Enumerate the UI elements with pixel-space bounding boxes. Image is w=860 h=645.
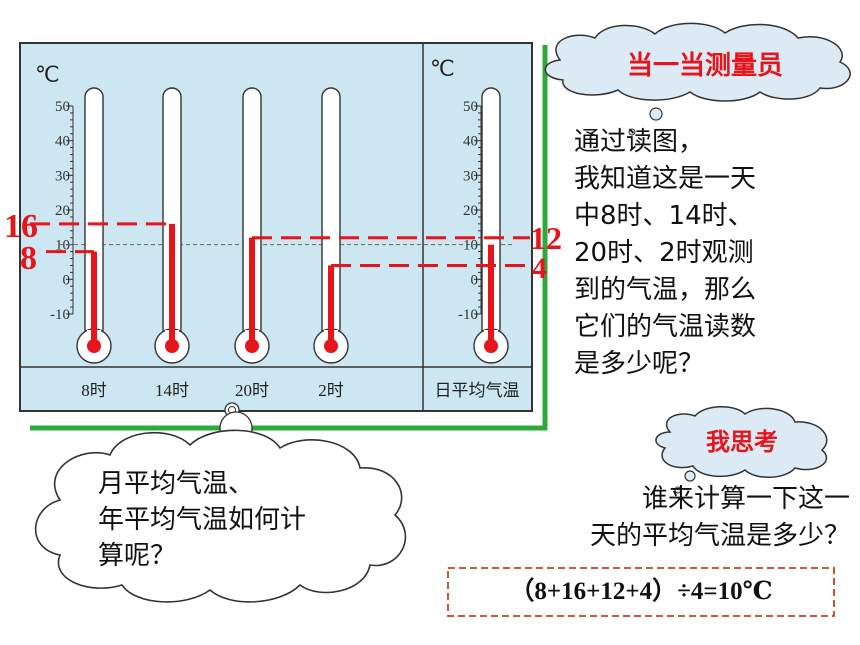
mercury-column xyxy=(488,244,494,346)
scale-tick-label: 10 xyxy=(463,238,478,254)
thermometer-14时 xyxy=(154,87,190,364)
thought-cloud xyxy=(34,402,407,603)
thermometer-8时 xyxy=(76,87,112,364)
mercury-column xyxy=(169,223,175,346)
think-bubble: 我思考 xyxy=(655,406,828,494)
thermometer-label-2: 2时 xyxy=(318,381,344,400)
temperature-scale-left: 50 40 30 20 10 0 -10 xyxy=(50,99,74,323)
mercury-bulb xyxy=(165,339,179,353)
reading-guides xyxy=(30,222,530,278)
scale-tick-label: 10 xyxy=(55,238,70,254)
thermometer-label-8: 8时 xyxy=(81,381,107,400)
thermometer-2时 xyxy=(313,87,349,364)
reading-question: 通过读图， 我知道这是一天 中8时、14时、 20时、2时观测 到的气温，那么 … xyxy=(574,127,757,379)
mercury-column xyxy=(91,251,97,346)
mercury-bulb xyxy=(87,339,101,353)
scale-tick-label: 30 xyxy=(463,168,478,184)
scale-tick-label: 40 xyxy=(463,134,478,150)
unit-label-right: ℃ xyxy=(430,56,455,81)
thought-cloud-text: 月平均气温、 年平均气温如何计 算呢？ xyxy=(98,469,307,571)
scale-tick-label: 0 xyxy=(471,272,479,288)
mercury-bulb xyxy=(324,339,338,353)
thermometers xyxy=(76,87,509,364)
reading-label-4: 4 xyxy=(532,252,547,285)
scale-tick-label: -10 xyxy=(50,307,70,323)
unit-label-left: ℃ xyxy=(35,62,60,87)
think-bubble-text: 我思考 xyxy=(706,428,778,456)
formula-box xyxy=(447,567,835,617)
temperature-scale-right: 50 40 30 20 10 0 -10 xyxy=(458,99,482,323)
mercury-column xyxy=(328,265,334,346)
reading-label-16: 16 xyxy=(4,208,38,245)
average-question: 谁来计算一下这一 天的平均气温是多少？ xyxy=(589,484,850,551)
scale-tick-label: 20 xyxy=(55,203,70,219)
average-formula: （8+16+12+4）÷4=10℃ xyxy=(509,578,773,605)
scale-tick-label: -10 xyxy=(458,307,478,323)
mercury-bulb xyxy=(484,339,498,353)
mercury-bulb xyxy=(245,339,259,353)
scale-tick-label: 0 xyxy=(63,272,71,288)
thermometer-20时 xyxy=(234,87,270,364)
mercury-column xyxy=(249,237,255,346)
scale-tick-label: 50 xyxy=(55,99,70,115)
scale-tick-label: 50 xyxy=(463,99,478,115)
thermometer-label-20: 20时 xyxy=(235,381,269,400)
measure-bubble-text: 当一当测量员 xyxy=(627,51,783,81)
scale-tick-label: 40 xyxy=(55,134,70,150)
thermometer-average xyxy=(473,87,509,364)
reading-label-8: 8 xyxy=(20,240,37,277)
thermometer-label-14: 14时 xyxy=(155,381,189,400)
green-frame xyxy=(30,45,548,431)
reading-label-12: 12 xyxy=(530,220,562,256)
thermometer-label-average: 日平均气温 xyxy=(435,381,520,400)
scale-tick-label: 20 xyxy=(463,203,478,219)
measure-bubble: 当一当测量员 xyxy=(544,22,851,136)
scale-tick-label: 30 xyxy=(55,168,70,184)
